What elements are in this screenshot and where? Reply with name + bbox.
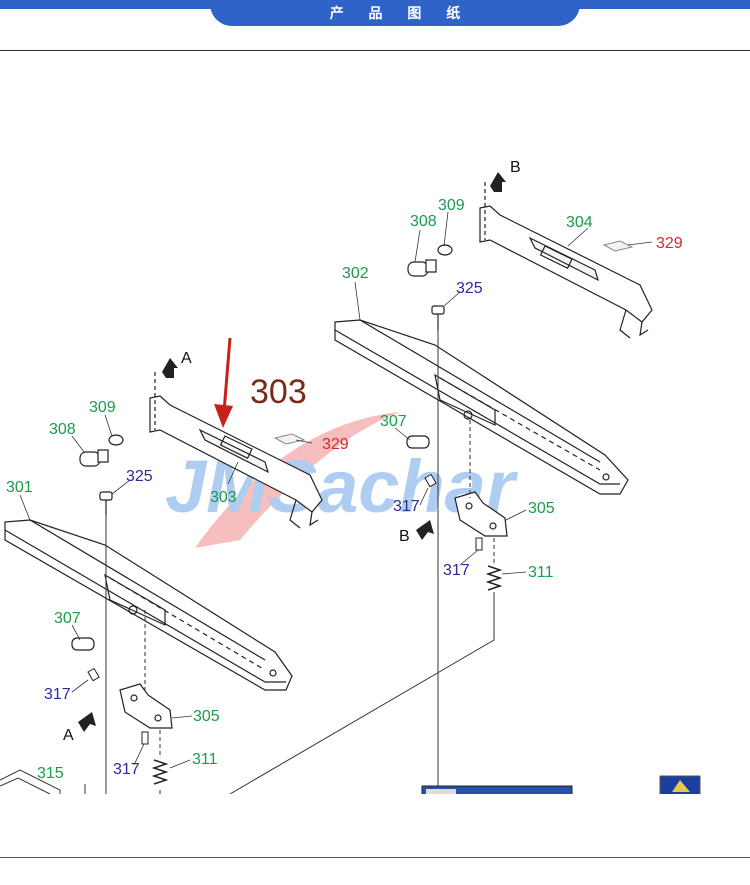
label-309-left: 309 <box>89 399 116 416</box>
top-divider <box>0 50 750 51</box>
label-307-right: 307 <box>380 413 407 430</box>
label-A-top: A <box>181 350 192 367</box>
leader-lines <box>19 211 653 769</box>
app-icon <box>659 775 701 794</box>
label-317-c: 317 <box>393 498 420 515</box>
label-301: 301 <box>6 479 33 496</box>
label-317-b: 317 <box>113 761 140 778</box>
header-tab: 产 品 图 纸 <box>210 0 580 26</box>
bracket-304 <box>479 182 653 339</box>
bolt-325-right <box>431 305 445 330</box>
label-308-right: 308 <box>410 213 437 230</box>
label-325-left: 325 <box>126 468 153 485</box>
label-B-bottom: B <box>399 528 410 545</box>
label-307-left: 307 <box>54 610 81 627</box>
bottom-divider <box>0 857 750 858</box>
label-315: 315 <box>37 765 64 782</box>
callout-arrow <box>214 337 233 428</box>
label-304: 304 <box>566 214 593 231</box>
watermark-swoosh <box>195 412 400 548</box>
pad-329-right <box>602 240 634 252</box>
label-311-left: 311 <box>192 751 218 768</box>
direction-arrows <box>78 172 506 732</box>
label-302: 302 <box>342 265 369 282</box>
rail-301 <box>4 519 293 691</box>
washer-309-right <box>437 244 453 256</box>
rail-302 <box>334 319 629 495</box>
component-315 <box>0 769 86 794</box>
pin-307-right <box>406 435 430 449</box>
partial-window <box>421 785 573 794</box>
label-A-bottom: A <box>63 727 74 744</box>
bracket-303 <box>149 372 323 529</box>
assembly-lines <box>105 330 495 794</box>
spring-311-right <box>485 565 503 591</box>
label-317-a: 317 <box>44 686 71 703</box>
pad-329-left <box>273 433 306 445</box>
washer-309-left <box>108 434 124 446</box>
label-B-top: B <box>510 159 521 176</box>
label-309-right: 309 <box>438 197 465 214</box>
label-329-right: 329 <box>656 235 683 252</box>
label-308-left: 308 <box>49 421 76 438</box>
page-title: 产 品 图 纸 <box>329 6 471 22</box>
label-329-left: 329 <box>322 436 349 453</box>
label-325-right: 325 <box>456 280 483 297</box>
screw-308-left <box>79 449 109 467</box>
label-311-right: 311 <box>528 564 554 581</box>
label-305-left: 305 <box>193 708 220 725</box>
screw-308-right <box>407 259 437 277</box>
pin-317-set <box>87 473 483 745</box>
pin-307-left <box>71 637 95 651</box>
spring-311-left <box>151 759 169 785</box>
hinge-305-left <box>119 683 173 729</box>
label-305-right: 305 <box>528 500 555 517</box>
hinge-305-right <box>454 491 508 537</box>
bolt-325-left <box>99 491 113 515</box>
highlight-label-303: 303 <box>250 373 307 411</box>
label-317-d: 317 <box>443 562 470 579</box>
label-303: 303 <box>210 489 237 506</box>
